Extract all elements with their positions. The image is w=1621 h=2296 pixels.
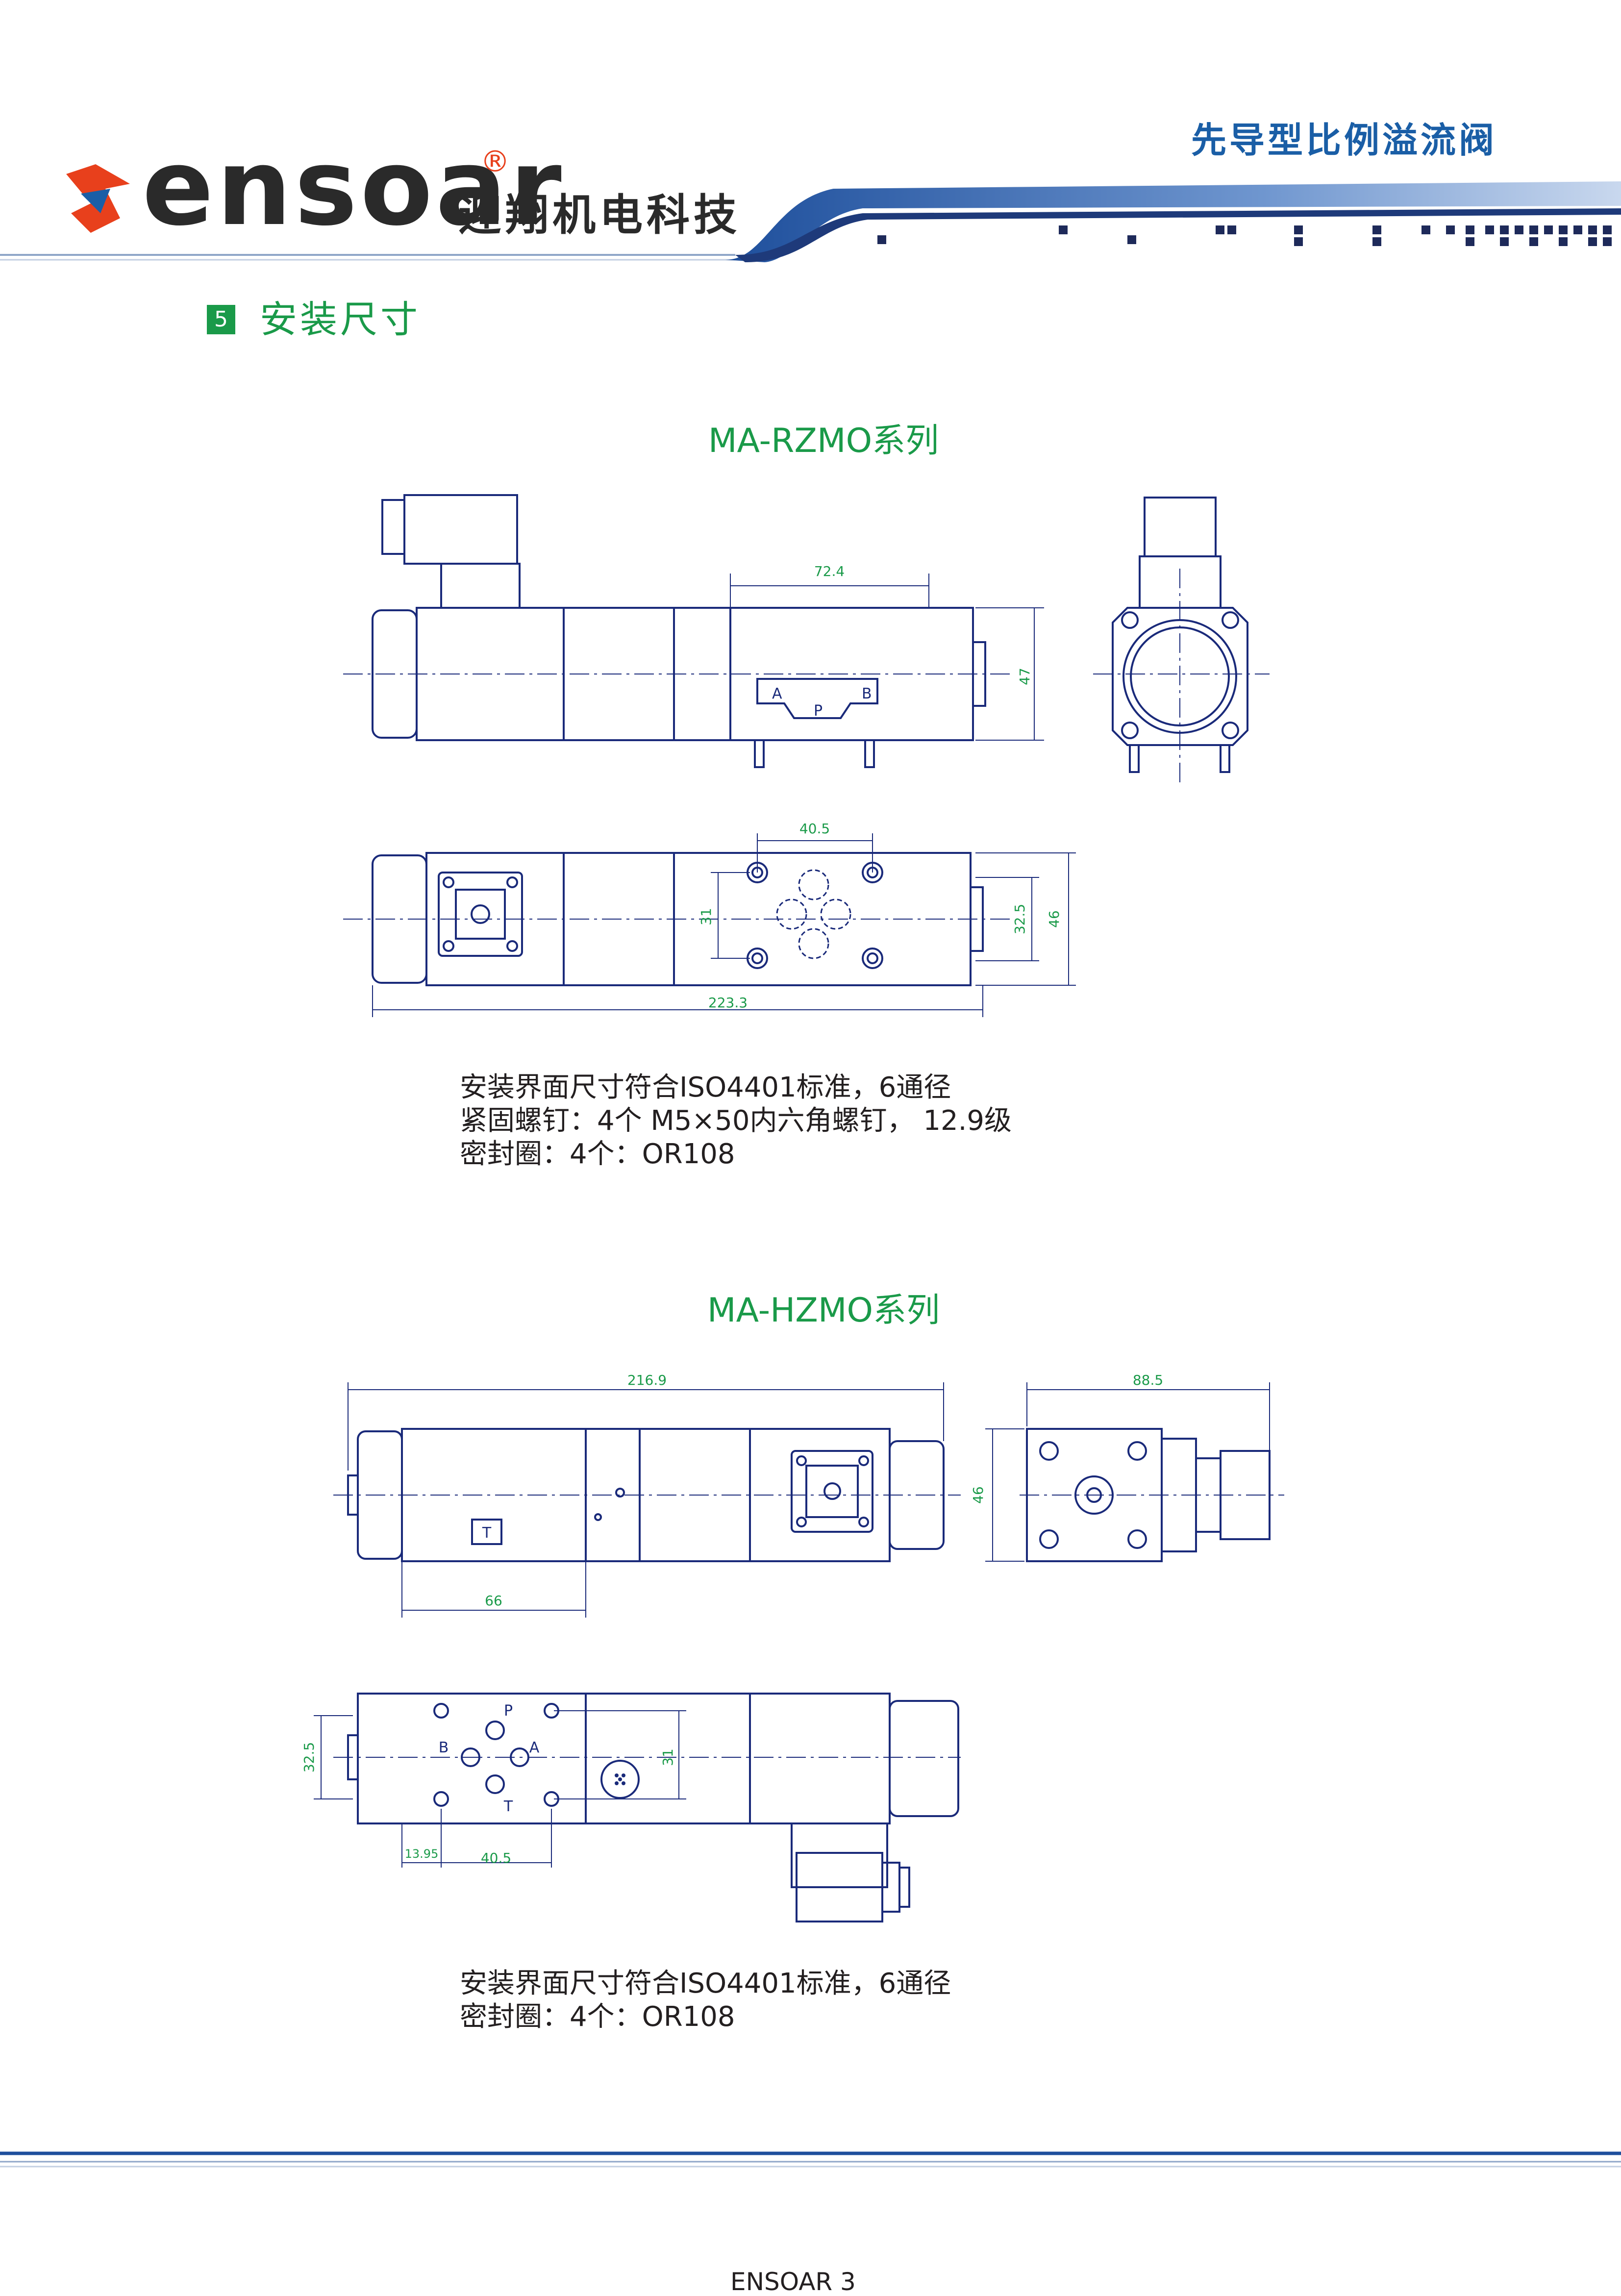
series2-notes: 安装界面尺寸符合ISO4401标准，6通径 密封圈：4个：OR108 [460,1967,951,2034]
brand-chinese-name: 迎翔机电科技 [458,190,741,240]
s1-port-a: A [772,685,782,702]
footer-page-label: ENSOAR 3 [730,2268,856,2296]
s1-dim-plan-right-inner: 32.5 [1012,904,1028,934]
series1-notes: 安装界面尺寸符合ISO4401标准，6通径 紧固螺钉：4个 M5×50内六角螺钉… [460,1071,1012,1171]
header-dot-pattern [877,225,1612,246]
section-number-badge: 5 [207,305,235,334]
s2-dim-height: 46 [970,1486,986,1504]
series2-title: MA-HZMO系列 [707,1291,940,1330]
s2-port-b: B [439,1739,449,1756]
s1-dim-top: 72.4 [814,563,845,579]
s2-note: 密封圈：4个：OR108 [460,2001,735,2033]
document-title: 先导型比例溢流阀 [1191,120,1497,161]
s2-dim-length: 216.9 [627,1372,667,1388]
s2-dim-plan-left: 32.5 [301,1742,317,1772]
s2-dim-end-width: 88.5 [1133,1372,1163,1388]
s1-port-b: B [862,685,872,702]
s1-note: 紧固螺钉：4个 M5×50内六角螺钉， 12.9级 [460,1105,1012,1137]
s1-dim-plan-left: 31 [698,908,714,925]
s2-port-a: A [529,1739,540,1756]
brand-logo-icon [66,164,130,233]
s2-dim-plan-offset: 13.95 [405,1847,439,1861]
s2-dim-plan-right: 31 [660,1748,676,1766]
s2-dim-body: 66 [485,1593,502,1609]
header-wave-banner [0,181,1621,262]
registered-mark: ® [480,145,510,179]
s2-port-p: P [504,1702,513,1720]
s1-note: 安装界面尺寸符合ISO4401标准，6通径 [460,1072,951,1103]
s1-note: 密封圈：4个：OR108 [460,1138,735,1170]
s1-port-p: P [814,702,823,720]
s2-note: 安装界面尺寸符合ISO4401标准，6通径 [460,1968,951,1999]
brand-wordmark: ensoar [142,126,565,249]
s1-dim-plan-top: 40.5 [799,821,830,837]
section-title: 安装尺寸 [260,298,421,341]
series1-title: MA-RZMO系列 [708,422,939,460]
s2-port-t: T [503,1798,513,1815]
s2-marker-label: T [482,1524,492,1542]
s1-dim-height: 47 [1017,668,1033,685]
s2-dim-plan-pitch: 40.5 [481,1850,511,1866]
s1-dim-plan-length: 223.3 [708,995,748,1011]
s1-dim-plan-right-outer: 46 [1046,910,1062,928]
